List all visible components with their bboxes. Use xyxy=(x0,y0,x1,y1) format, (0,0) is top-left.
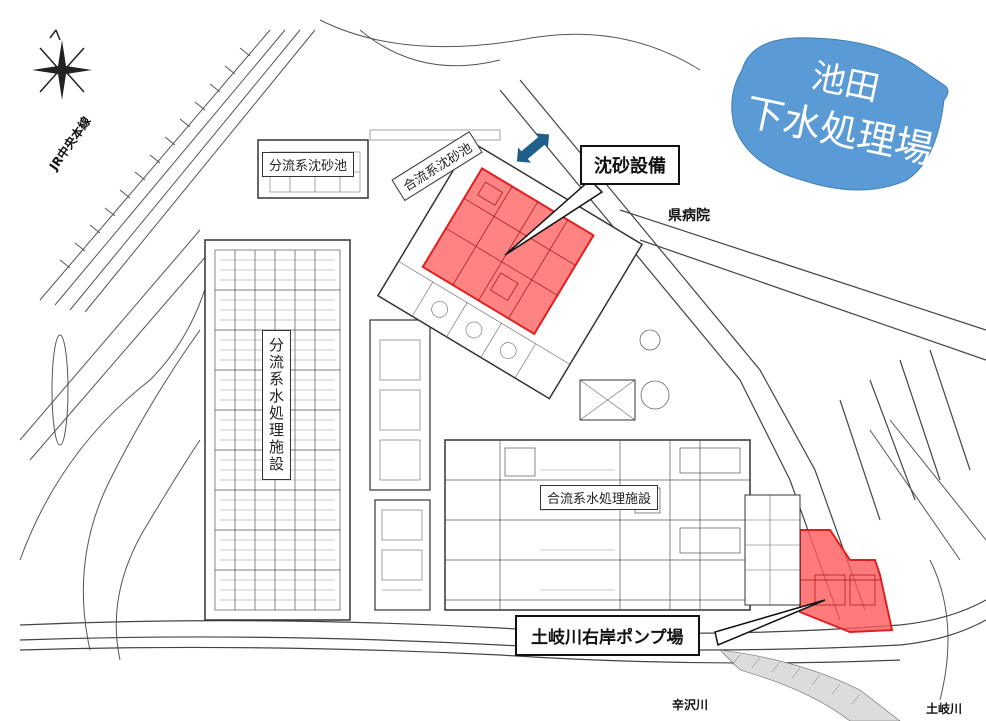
title-badge xyxy=(731,37,949,191)
pump-highlight xyxy=(799,529,894,634)
label-combined-treatment: 合流系水処理施設 xyxy=(540,485,659,510)
grit-highlight xyxy=(421,167,595,336)
label-separate-grit: 分流系沈砂池 xyxy=(262,152,355,177)
label-river-karasawa: 辛沢川 xyxy=(672,698,709,712)
callout-pump-station: 土岐川右岸ポンプ場 xyxy=(515,615,700,656)
railway-track xyxy=(19,29,316,461)
entrance-arrow xyxy=(516,133,550,163)
label-river-toki: 土岐川 xyxy=(926,702,963,716)
label-hospital: 県病院 xyxy=(668,208,710,224)
label-separate-treatment: 分流系水処理施設 xyxy=(262,330,291,480)
callout-sand-facility: 沈砂設備 xyxy=(580,145,680,185)
north-arrow-icon xyxy=(32,29,92,100)
